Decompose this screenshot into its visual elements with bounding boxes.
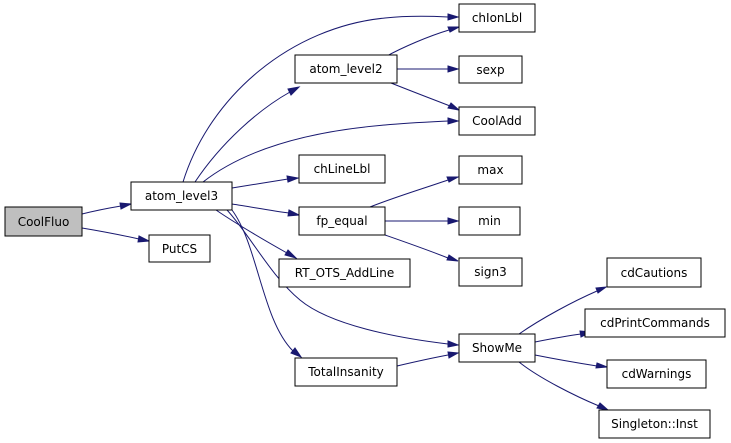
node-label: cdCautions [621, 266, 688, 280]
node-label: CoolFluo [18, 215, 70, 229]
node-label: sexp [476, 63, 504, 77]
node-label: atom_level2 [309, 62, 382, 76]
node-cdcautions[interactable]: cdCautions [606, 257, 702, 288]
edge-showme-cdwarnings [534, 354, 608, 369]
edge-fp-equal-max [369, 176, 460, 208]
edge-showme-cdcautions [518, 286, 608, 335]
edge-coolfluo-putcs [81, 227, 151, 243]
node-label: min [478, 214, 501, 228]
edge-atom-level3-chionlbl [182, 13, 460, 183]
edge-atom-level2-sexp [397, 65, 460, 73]
edge-fp-equal-min [385, 217, 460, 225]
nodes: CoolFluo atom_level3 PutCS atom_level2 c… [4, 3, 726, 439]
node-label: chLineLbl [314, 162, 371, 176]
node-atom-level3[interactable]: atom_level3 [130, 181, 233, 211]
edges [81, 13, 610, 411]
node-rt-ots-addline[interactable]: RT_OTS_AddLine [278, 258, 411, 288]
node-totalinsanity[interactable]: TotalInsanity [294, 357, 398, 387]
node-label: sign3 [474, 265, 506, 279]
node-chlinelbl[interactable]: chLineLbl [298, 154, 386, 184]
edge-atom-level3-chlinelbl [231, 175, 300, 189]
edge-fp-equal-sign3 [384, 234, 459, 262]
node-label: CoolAdd [472, 114, 522, 128]
node-label: RT_OTS_AddLine [295, 266, 394, 280]
node-label: chIonLbl [472, 11, 522, 25]
node-label: cdWarnings [622, 367, 692, 381]
node-min[interactable]: min [458, 206, 521, 236]
node-label: fp_equal [316, 214, 367, 228]
edge-showme-cdprintcommands [534, 330, 593, 343]
edge-coolfluo-atom-level3 [81, 202, 133, 215]
node-cooladd[interactable]: CoolAdd [458, 106, 536, 136]
edge-atom-level2-cooladd [390, 82, 461, 111]
edge-showme-singleton-inst [518, 361, 610, 411]
edge-atom-level3-totalinsanity [231, 209, 303, 359]
edge-atom-level3-cooladd [202, 117, 460, 183]
node-coolfluo[interactable]: CoolFluo [4, 206, 83, 237]
node-label: atom_level3 [145, 189, 218, 203]
node-cdprintcommands[interactable]: cdPrintCommands [584, 308, 726, 338]
node-cdwarnings[interactable]: cdWarnings [606, 359, 707, 389]
node-showme[interactable]: ShowMe [458, 333, 536, 363]
edge-atom-level3-showme [226, 209, 460, 348]
node-label: TotalInsanity [307, 365, 384, 379]
node-putcs[interactable]: PutCS [148, 234, 211, 263]
node-sign3[interactable]: sign3 [458, 257, 523, 287]
edge-atom-level2-chionlbl [384, 26, 461, 58]
node-label: Singleton::Inst [611, 417, 698, 431]
node-label: cdPrintCommands [600, 316, 710, 330]
node-chionlbl[interactable]: chIonLbl [458, 3, 536, 33]
edge-atom-level3-atom-level2 [194, 86, 301, 183]
node-label: ShowMe [472, 341, 522, 355]
edge-atom-level3-rt-ots-addline [215, 209, 298, 259]
node-atom-level2[interactable]: atom_level2 [294, 54, 398, 84]
node-singleton-inst[interactable]: Singleton::Inst [598, 409, 711, 439]
node-label: PutCS [162, 242, 197, 256]
node-label: max [477, 163, 503, 177]
node-max[interactable]: max [458, 155, 523, 185]
node-fp-equal[interactable]: fp_equal [298, 206, 386, 236]
edge-atom-level3-fp-equal [231, 203, 301, 217]
node-sexp[interactable]: sexp [458, 55, 523, 84]
edge-totalinsanity-showme [396, 351, 460, 367]
